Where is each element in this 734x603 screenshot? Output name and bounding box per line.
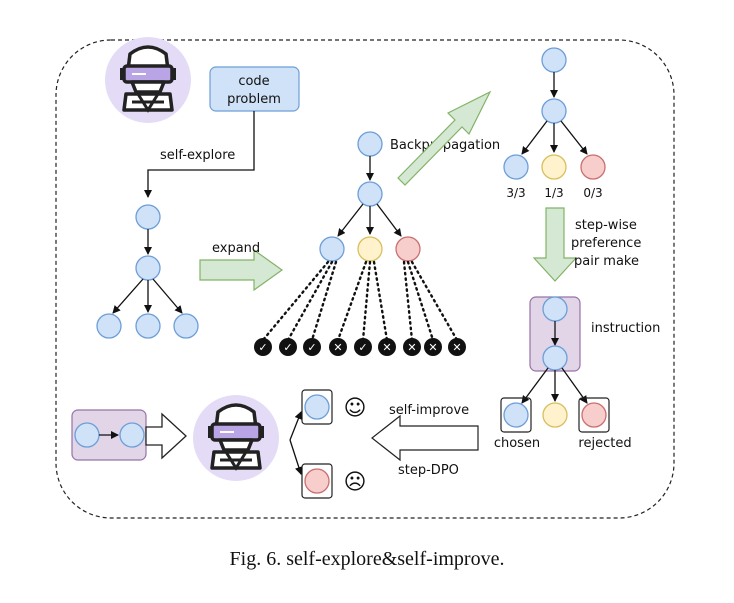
tree-node <box>135 204 161 230</box>
instruction-label: instruction <box>591 321 660 336</box>
stepwise-label-line1: step-wise <box>575 218 637 233</box>
backpropagation-arrow <box>397 90 492 186</box>
tree-node <box>135 313 161 339</box>
code-problem-label-line2: problem <box>227 92 281 107</box>
tree-node-yellow <box>357 236 383 262</box>
tree-node <box>357 131 383 157</box>
stepwise-preference-arrow <box>532 207 578 282</box>
tree-node-blue <box>319 236 345 262</box>
self-improve-label: self-improve <box>389 403 469 418</box>
preferred-node-frame <box>301 389 333 425</box>
tree-node <box>542 345 568 371</box>
tree-node <box>119 422 145 448</box>
update-arrow <box>145 412 187 460</box>
outer-dashed-frame <box>55 39 675 519</box>
tree-node-red <box>581 402 607 428</box>
rejected-node-frame <box>578 397 610 433</box>
pair-curve-arrow-down <box>289 439 303 475</box>
expand-arrow <box>199 248 284 292</box>
tree-node <box>542 296 568 322</box>
robot-icon-bottom <box>191 393 281 483</box>
robot-icon-top <box>103 35 193 125</box>
rollout-result-mark: ✓ <box>358 341 367 354</box>
dispreferred-node-frame <box>301 463 333 499</box>
tree-node-red <box>580 154 606 180</box>
score-label: 1/3 <box>544 186 563 200</box>
tree-node <box>541 98 567 124</box>
step-dpo-label: step-DPO <box>398 463 459 478</box>
stepwise-label-line3: pair make <box>574 254 639 269</box>
tree-node <box>541 47 567 73</box>
chosen-label: chosen <box>494 436 540 451</box>
rollout-result-mark: ✓ <box>307 341 316 354</box>
sad-face-icon: ☹ <box>344 470 367 495</box>
stepwise-label-line2: preference <box>571 236 641 251</box>
self-explore-connector <box>144 111 255 198</box>
tree-node <box>96 313 122 339</box>
score-label: 3/3 <box>506 186 525 200</box>
rollout-result-mark: ✓ <box>258 341 267 354</box>
tree-node-yellow <box>541 154 567 180</box>
tree-node <box>74 422 100 448</box>
backpropagation-label: Backpropagation <box>390 138 500 153</box>
rollout-result-mark: ✕ <box>333 341 342 354</box>
tree-node-blue <box>503 402 529 428</box>
rollout-result-mark: ✕ <box>428 341 437 354</box>
tree-node-blue <box>304 394 330 420</box>
tree-node-red <box>395 236 421 262</box>
tree-node-yellow <box>542 402 568 428</box>
tree-node-blue <box>503 154 529 180</box>
self-explore-label: self-explore <box>160 148 235 163</box>
happy-face-icon: ☺ <box>344 396 367 421</box>
rollout-result-mark: ✕ <box>407 341 416 354</box>
rollout-result-mark: ✓ <box>283 341 292 354</box>
rollout-results: ✓ ✓ ✓ ✕ ✓ ✕ ✕ ✕ ✕ <box>254 338 466 356</box>
code-problem-label-line1: code <box>238 74 269 89</box>
tree-node <box>135 255 161 281</box>
tree-node-red <box>304 468 330 494</box>
self-explore-self-improve-diagram: code problem self-explore expand Backpro… <box>55 35 675 519</box>
rollout-result-mark: ✕ <box>382 341 391 354</box>
tree-node <box>173 313 199 339</box>
score-label: 0/3 <box>583 186 602 200</box>
tree-node <box>357 181 383 207</box>
rollout-paths <box>261 260 459 342</box>
rejected-label: rejected <box>578 436 631 451</box>
expand-label: expand <box>212 241 260 256</box>
self-improve-arrow <box>371 414 479 462</box>
figure-caption: Fig. 6. self-explore&self-improve. <box>229 548 505 570</box>
rollout-result-mark: ✕ <box>452 341 461 354</box>
chosen-node-frame <box>500 397 532 433</box>
pair-curve-arrow-up <box>289 411 303 441</box>
